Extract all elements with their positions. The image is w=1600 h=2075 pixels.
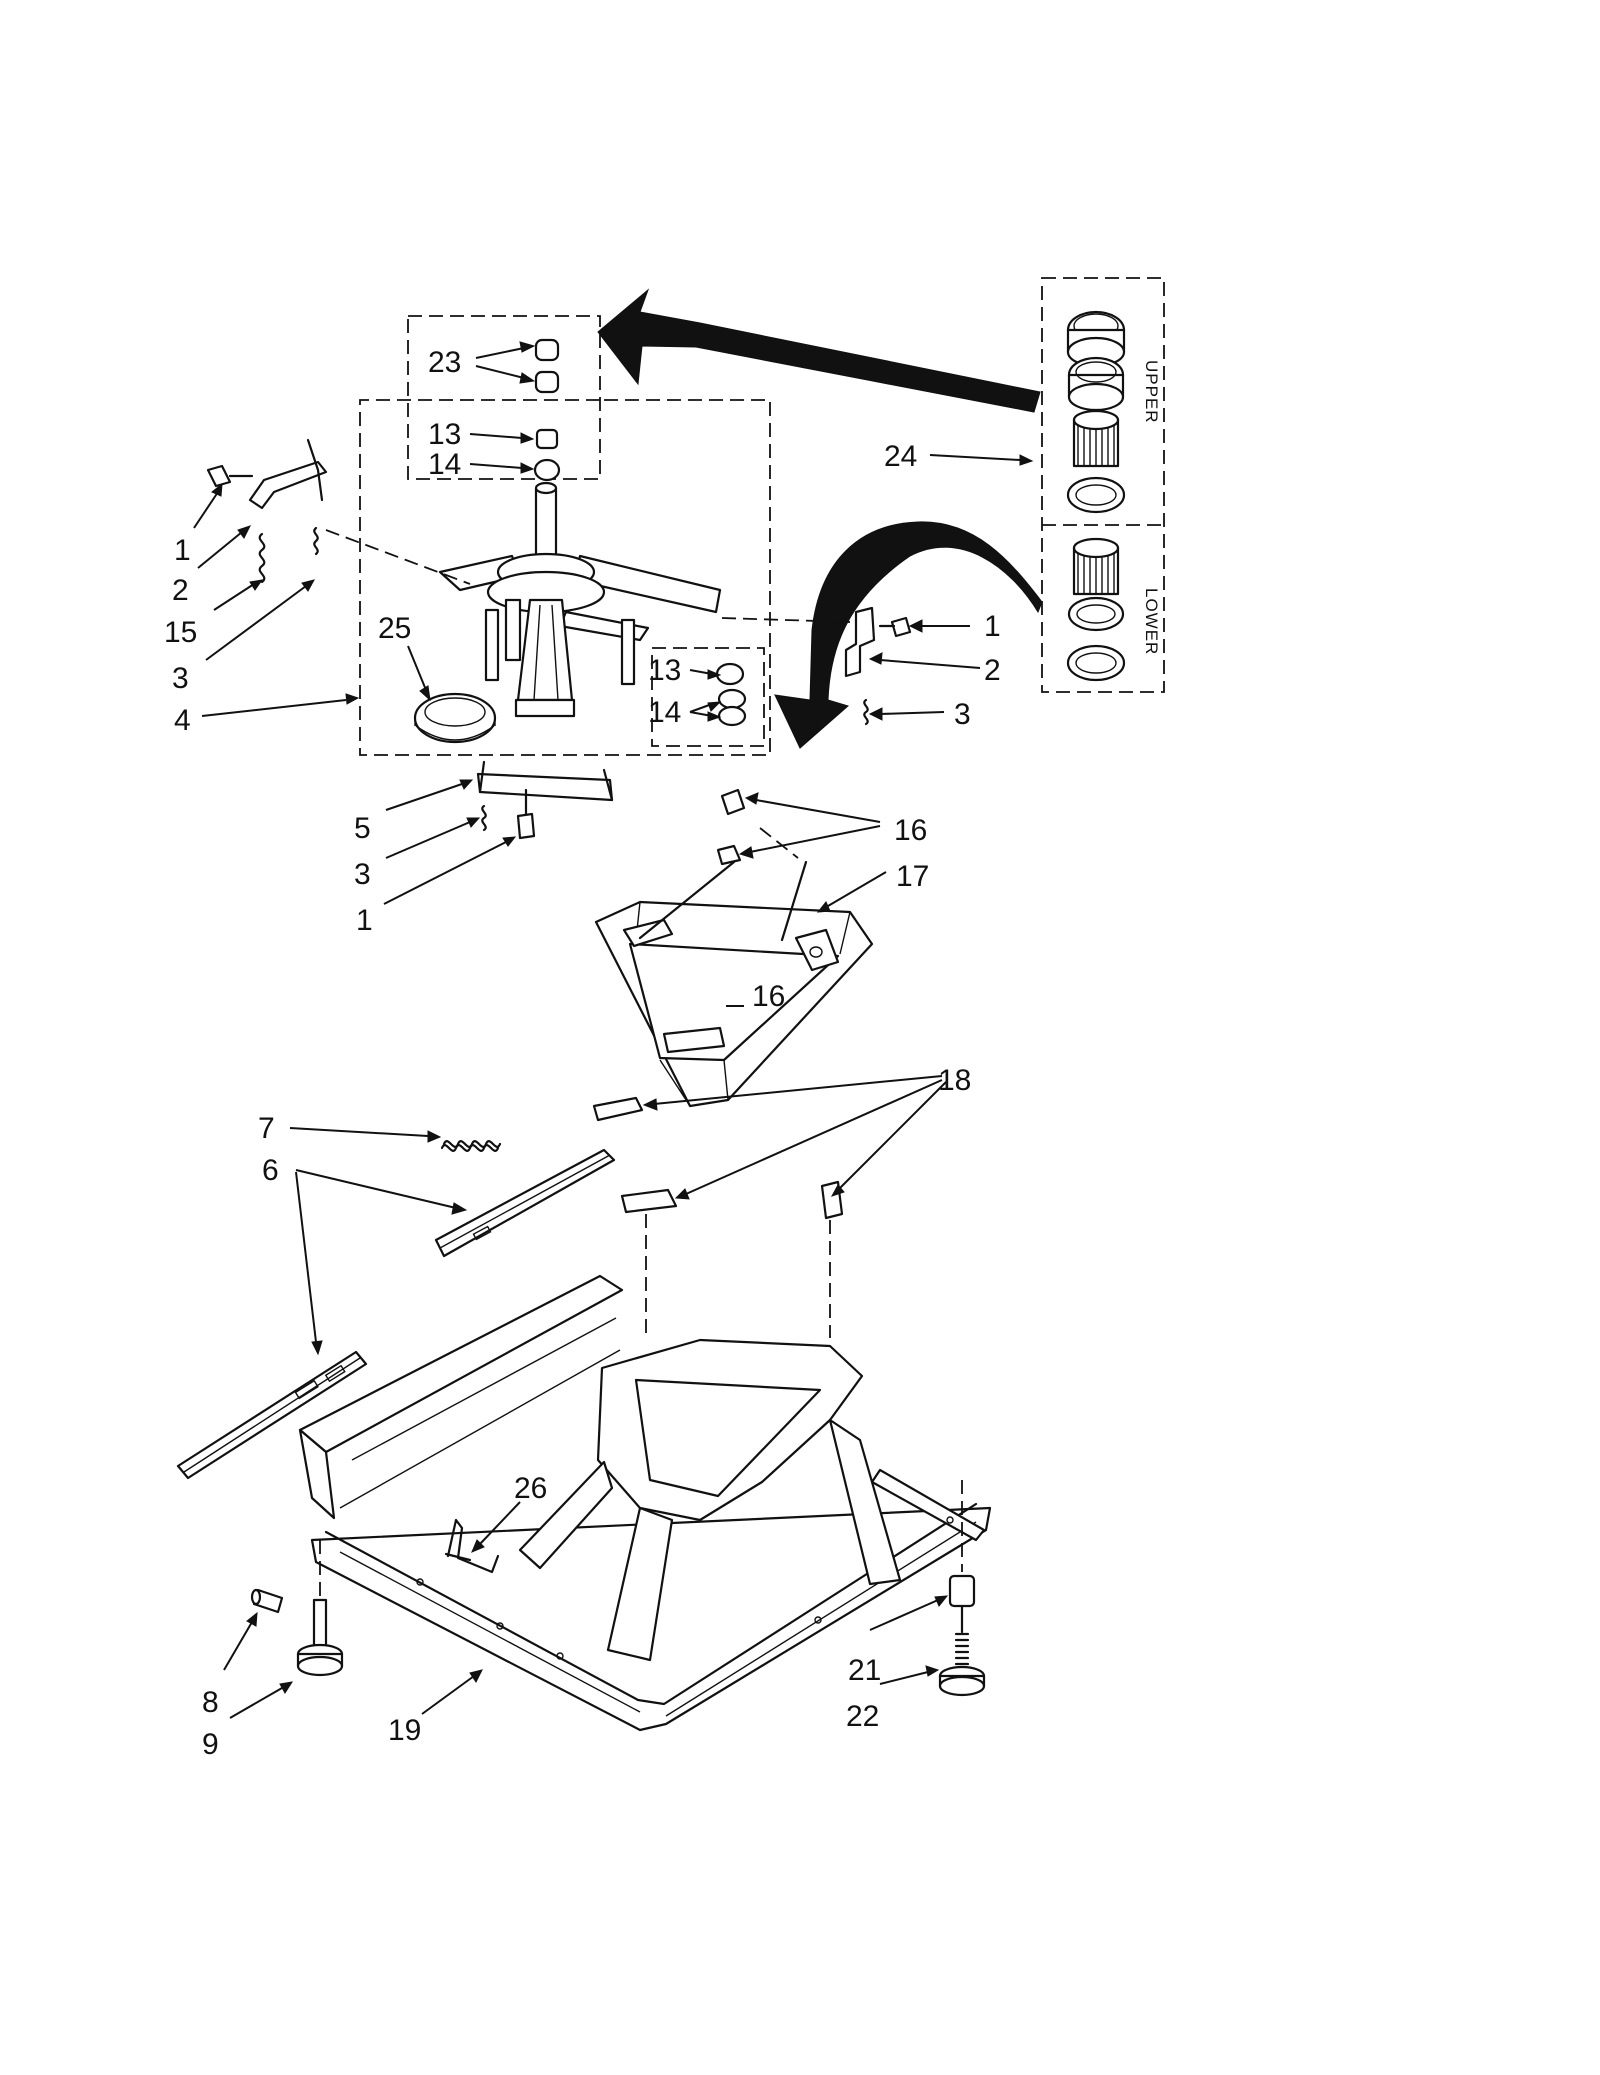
part-18-cams (592, 1096, 844, 1340)
callout-17: 17 (896, 860, 929, 893)
part-22-leveling-leg (938, 1604, 986, 1697)
part-26-wire-clip (444, 1518, 500, 1574)
part-6-rails (176, 1148, 616, 1480)
dashed-box-lower-parts (651, 647, 765, 747)
callout-13-upper: 13 (428, 418, 461, 451)
callout-3-right: 3 (954, 698, 971, 731)
callout-22: 22 (846, 1700, 879, 1733)
part-8-pin (250, 1588, 284, 1614)
callout-5: 5 (354, 812, 371, 845)
callout-1-left: 1 (174, 534, 191, 567)
callout-1-right: 1 (984, 610, 1001, 643)
callout-9: 9 (202, 1728, 219, 1761)
part-13-lower (715, 662, 745, 686)
dashed-box-upper-parts (407, 315, 601, 480)
part-4-drive-assembly (438, 481, 722, 718)
callout-3-lower: 3 (354, 858, 371, 891)
lower-bearing-kit (1066, 537, 1126, 682)
part-14-upper (533, 458, 561, 482)
leader-lines (193, 341, 1034, 1719)
part-7-spring (440, 1140, 502, 1152)
callout-18: 18 (938, 1064, 971, 1097)
callout-7: 7 (258, 1112, 275, 1145)
dashed-box-kit-24 (1041, 277, 1165, 693)
callout-16-top: 16 (894, 814, 927, 847)
callout-4: 4 (174, 704, 191, 737)
callout-26: 26 (514, 1472, 547, 1505)
part-25-ring (413, 692, 497, 744)
group-label-lower: LOWER (1142, 588, 1161, 655)
callout-19: 19 (388, 1714, 421, 1747)
part-14-lower (717, 688, 747, 727)
dashed-box-main-assembly (359, 399, 771, 756)
right-bracket-parts (721, 606, 912, 726)
callout-23: 23 (428, 346, 461, 379)
group-label-upper: UPPER (1142, 360, 1161, 424)
callout-15: 15 (164, 616, 197, 649)
big-arrow-lower (774, 521, 1043, 749)
lower-bracket-parts (476, 760, 614, 840)
callout-3-left: 3 (172, 662, 189, 695)
callout-6: 6 (262, 1154, 279, 1187)
part-17-frame (594, 860, 874, 1108)
big-arrow-upper (597, 288, 1041, 413)
callout-24: 24 (884, 440, 917, 473)
callout-8: 8 (202, 1686, 219, 1719)
part-13-upper (535, 428, 559, 450)
callout-2-right: 2 (984, 654, 1001, 687)
part-19-base-frame (298, 1274, 992, 1732)
upper-bearing-kit (1066, 310, 1126, 514)
callout-25: 25 (378, 612, 411, 645)
left-bracket-parts (206, 438, 471, 585)
callout-13-lower: 13 (648, 654, 681, 687)
callout-14-lower: 14 (648, 696, 681, 729)
part-23-bushings (534, 338, 560, 394)
callout-14-upper: 14 (428, 448, 461, 481)
callout-16-bottom: 16 (752, 980, 785, 1013)
callout-1-lower: 1 (356, 904, 373, 937)
callout-2-left: 2 (172, 574, 189, 607)
callout-labels: 23 13 14 24 1 2 15 3 4 25 1 2 3 13 14 5 … (164, 346, 1001, 1761)
part-9-leveling-leg (296, 1540, 344, 1677)
callout-21: 21 (848, 1654, 881, 1687)
